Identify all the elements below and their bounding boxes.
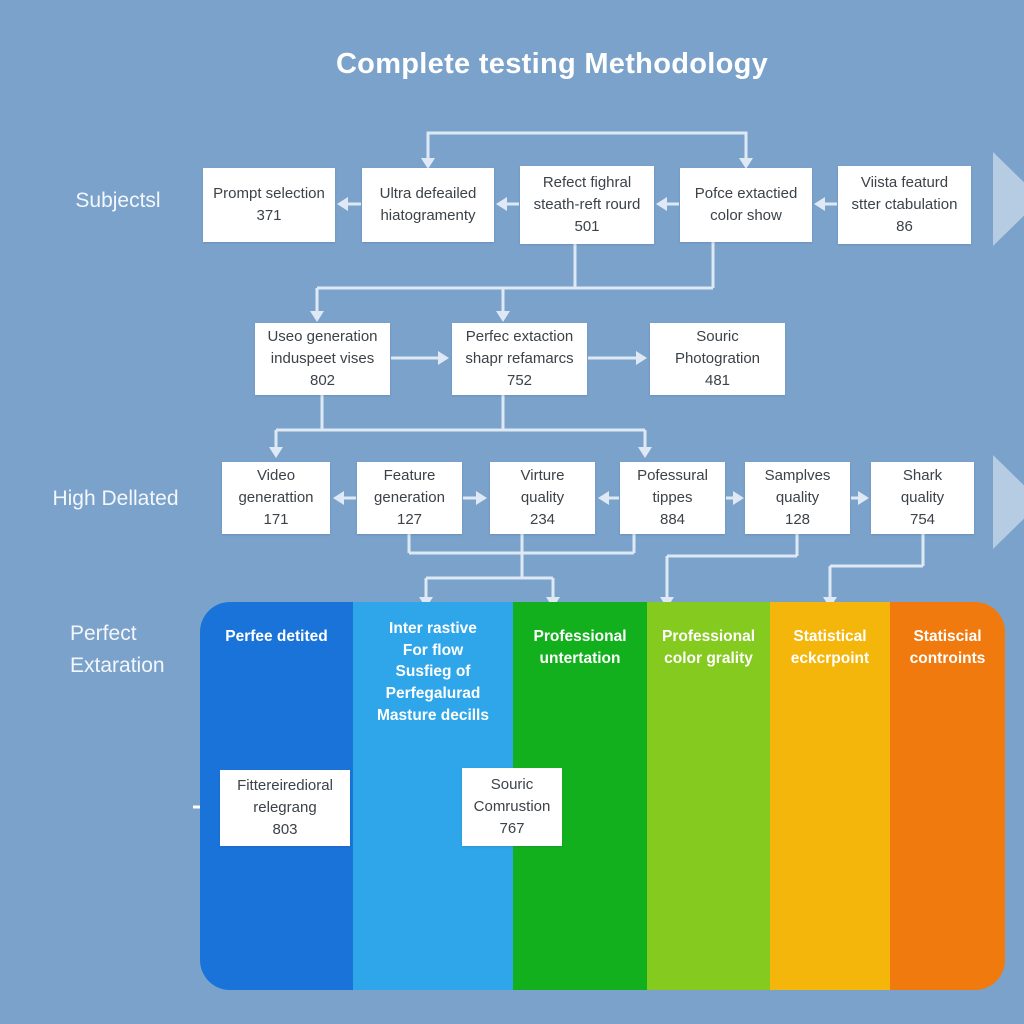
box-line: 803 [272,820,298,838]
box-line: Fittereiredioral [237,777,333,795]
box-line: Perfec extaction [465,328,574,346]
box-line: tippes [652,489,693,507]
box-line: quality [900,489,945,507]
flow-box-souric-photogration: Souric Photogration 481 [650,323,785,395]
box-line: Pofessural [637,467,708,485]
flow-box-pofessural-tippes: Pofessural tippes 884 [620,462,725,534]
flow-box-feature-generation: Feature generation 127 [357,462,462,534]
box-line: quality [775,489,820,507]
band-column-label: Professional untertation [533,628,627,667]
flow-box-refect-fighral: Refect fighral steath-reft rourd 501 [520,166,654,244]
box-line: Useo generation [267,328,378,346]
box-line: 128 [784,510,811,528]
box-line: generation [374,489,445,507]
box-line: 752 [506,371,533,389]
flow-box-samplves-quality: Samplves quality 128 [745,462,850,534]
flow-box-souric-comrustion: Souric Comrustion 767 [462,768,562,846]
band-column-label: Statiscial controints [909,628,986,667]
box-line: Shark [902,467,943,485]
box-line: Photogration [674,350,761,368]
box-line: 767 [499,819,525,837]
flow-box-viista-featurd: Viista featurd stter ctabulation 86 [838,166,971,244]
box-line: generattion [238,489,314,507]
box-line: Souric [696,328,739,346]
flow-box-video-generation: Video generattion 171 [222,462,330,534]
box-line: Souric [490,776,534,794]
box-line: Samplves [764,467,831,485]
box-line: Ultra defeailed [379,185,477,203]
box-line: 501 [574,217,600,235]
flow-box-prompt-selection: Prompt selection 371 [203,168,335,242]
band-column-label: Inter rastive For flow Susfieg of Perfeg… [377,620,489,724]
box-line: induspeet vises [270,350,375,368]
box-line: Video [256,467,296,485]
side-label-high-dellated: High Dellated [52,487,179,510]
box-line: 371 [256,207,282,224]
box-line: 884 [659,510,686,528]
flow-box-perfec-extaction: Perfec extaction shapr refamarcs 752 [452,323,587,395]
box-line: 127 [396,510,423,528]
band-column-statiscial-controints: Statiscial controints [890,602,1005,990]
band-column-professional-color-grality: Professional color grality [647,602,770,990]
box-line: 171 [263,510,289,528]
band-column-label: Statistical eckcrpoint [790,628,870,667]
side-label-perfect-extaration: Perfect Extaration [70,622,165,677]
diagram-title: Complete testing Methodology [335,48,769,80]
flow-box-ultra-defeailed: Ultra defeailed hiatogramenty [362,168,494,242]
band-column-statistical-eckcrpoint: Statistical eckcrpoint [770,602,890,990]
box-line: Viista featurd [860,174,949,192]
box-line: 481 [704,371,731,389]
box-line: relegrang [253,799,317,817]
box-line: 754 [909,510,936,528]
flow-box-shark-quality: Shark quality 754 [871,462,974,534]
box-line: hiatogramenty [380,207,476,224]
box-line: stter ctabulation [851,196,958,214]
box-line: color show [710,207,782,224]
box-line: steath-reft rourd [533,196,641,214]
box-line: 86 [896,217,913,235]
box-line: Feature [383,467,436,485]
flow-box-useo-generation: Useo generation induspeet vises 802 [255,323,390,395]
side-label-subjects: Subjectsl [75,189,161,212]
band-column-label: Perfee detited [225,628,328,645]
flow-box-virture-quality: Virture quality 234 [490,462,595,534]
flow-box-fittereiredioral: Fittereiredioral relegrang 803 [220,770,350,846]
box-line: Virture [520,467,565,485]
box-line: shapr refamarcs [465,350,574,368]
box-line: Refect fighral [542,174,632,192]
box-line: 234 [529,510,556,528]
band-column-label: Professional color grality [661,628,756,667]
box-line: 802 [309,371,336,389]
chevron-right-icon [993,152,1024,549]
box-line: quality [520,489,565,507]
box-line: Prompt selection [213,185,325,203]
box-line: Pofce extactied [694,185,798,203]
flow-box-pofce-extactied: Pofce extactied color show [680,168,812,242]
box-line: Comrustion [473,798,551,816]
